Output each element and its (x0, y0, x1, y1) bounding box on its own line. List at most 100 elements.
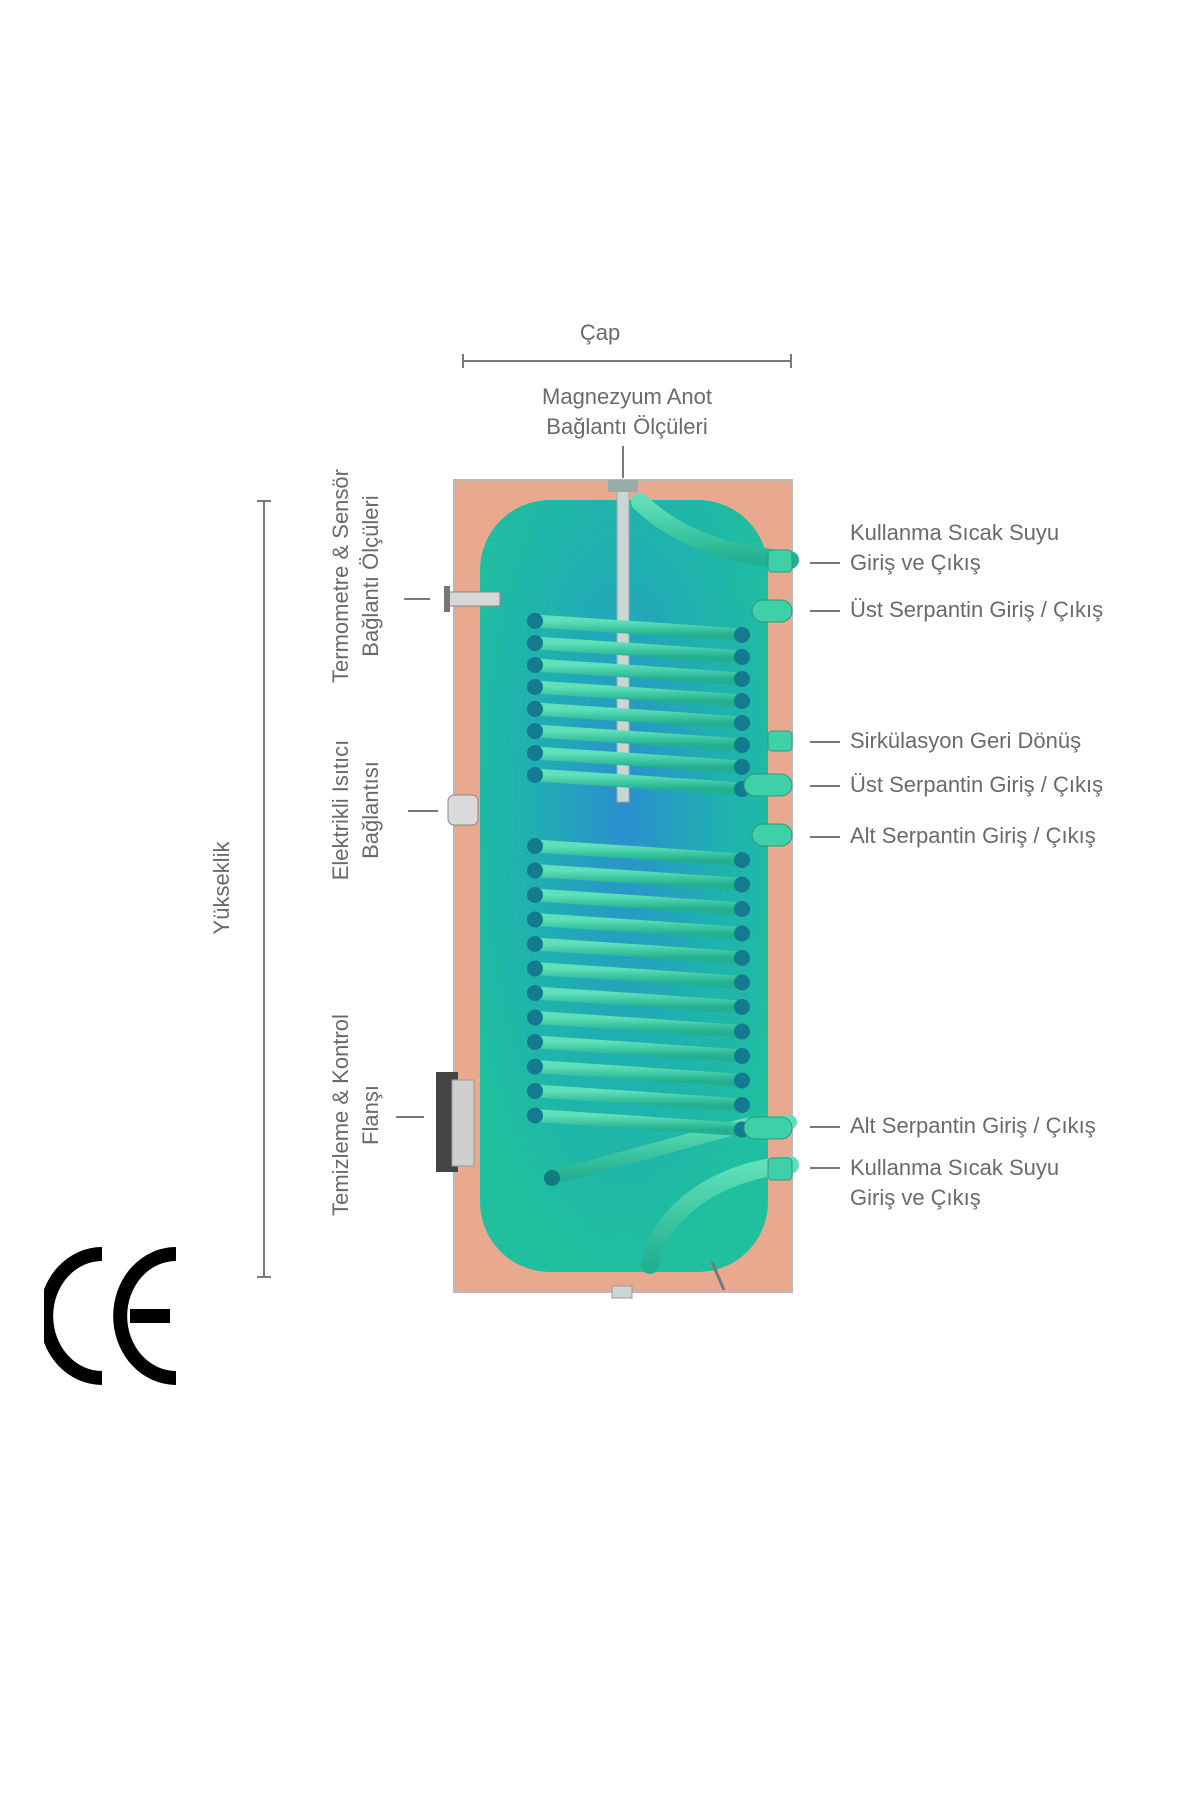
upper-coil-turn (528, 724, 749, 752)
right-connections (743, 549, 793, 1181)
lower-coil-tube-end (734, 1048, 750, 1064)
lower-coil-tube-end (734, 950, 750, 966)
hot-water-bottom-pipe (641, 1156, 799, 1274)
upper-coil-1-label: Üst Serpantin Giriş / Çıkış (850, 597, 1104, 622)
hot-water-top-label: Kullanma Sıcak Suyu Giriş ve Çıkış (850, 520, 1060, 575)
heater-fitting (447, 794, 479, 826)
diameter-line-cap-right (790, 354, 792, 368)
upper-coil-tube-end (734, 627, 750, 643)
lower-coil-tube-end (527, 911, 543, 928)
lower-coil-tube-end (527, 862, 543, 879)
upper-coil-1-leader (810, 610, 840, 612)
upper-coil-turn (528, 768, 749, 796)
upper-coil-tube-end (527, 635, 543, 651)
lower-coil-tube-end (527, 985, 543, 1001)
lower-coil-1-leader (810, 836, 840, 838)
connection-hot-water-top (767, 549, 793, 573)
lower-coil-turn (528, 962, 749, 989)
lower-coil-turn (528, 839, 749, 867)
lower-coil-tube-end (734, 974, 750, 991)
connection-upper-coil-2 (743, 773, 793, 797)
hot-water-top-leader (810, 562, 840, 564)
lower-coil-turn (528, 913, 749, 940)
anode-cap (608, 480, 638, 492)
circulation-leader (810, 741, 840, 743)
lower-coil-turn (528, 1060, 749, 1087)
lower-coil-1-label: Alt Serpantin Giriş / Çıkış (850, 823, 1096, 848)
bottom-drain (611, 1285, 633, 1299)
upper-coil-tube-end (527, 613, 543, 629)
upper-coil-turn (528, 702, 749, 730)
ce-mark-logo (44, 1247, 177, 1385)
upper-coil-tube-end (734, 671, 750, 687)
lower-coil-turn (528, 888, 749, 916)
hot-water-bottom-leader (810, 1167, 840, 1169)
upper-coil-tube-end (734, 715, 750, 731)
upper-coil-2-label: Üst Serpantin Giriş / Çıkış (850, 772, 1104, 797)
upper-coil-tube-end (734, 759, 750, 775)
lower-coil-turn (528, 937, 749, 965)
upper-coil-turn (528, 658, 749, 686)
upper-coil-tube-end (527, 701, 543, 717)
upper-coil-tube-end (734, 737, 750, 753)
cleaning-flange (436, 1072, 475, 1172)
heater-leader (408, 810, 438, 812)
diameter-line (462, 360, 792, 362)
lower-coil-tube-end (527, 887, 543, 903)
lower-coil-tube-end (734, 1023, 750, 1040)
lower-coil-turn (528, 1109, 749, 1136)
height-line (263, 500, 265, 1278)
diameter-line-cap-left (462, 354, 464, 368)
connection-lower-coil-1 (751, 823, 793, 847)
upper-coil-tube-end (527, 745, 543, 761)
upper-coil-turn (528, 614, 749, 642)
thermometer-leader (404, 598, 430, 600)
bottom-leg (710, 1261, 726, 1291)
lower-coil (527, 838, 750, 1138)
upper-coil-tube-end (734, 649, 750, 665)
lower-coil-tube-end (527, 1107, 543, 1124)
diameter-label: Çap (579, 320, 621, 345)
connection-circulation (767, 730, 793, 752)
upper-coil-turn (528, 680, 749, 708)
lower-coil-tube-end (527, 1009, 543, 1026)
lower-coil-tube-end (734, 1097, 750, 1113)
thermometer-fitting (444, 586, 501, 612)
lower-coil-turn (528, 864, 749, 891)
upper-coil-tube-end (527, 767, 543, 783)
lower-coil-tube-end (527, 1083, 543, 1099)
lower-coil-tube-end (734, 876, 750, 893)
lower-coil-tube-end (527, 1058, 543, 1075)
lower-coil-tube-end (527, 1034, 543, 1050)
circulation-label: Sirkülasyon Geri Dönüş (850, 728, 1082, 753)
lower-coil-turn (528, 1084, 749, 1112)
lower-coil-2-label: Alt Serpantin Giriş / Çıkış (850, 1113, 1096, 1138)
lower-coil-tube-end (734, 999, 750, 1015)
hot-water-bottom-label: Kullanma Sıcak Suyu Giriş ve Çıkış (850, 1155, 1060, 1210)
lower-coil-tube-end (527, 960, 543, 977)
connection-lower-coil-2 (743, 1116, 793, 1140)
lower-inlet-end (544, 1170, 560, 1186)
upper-coil-turn (528, 636, 749, 664)
lower-coil-tube-end (734, 925, 750, 942)
lower-coil-2-leader (810, 1126, 840, 1128)
flange-leader (396, 1116, 424, 1118)
connection-upper-coil-1 (751, 599, 793, 623)
connection-hot-water-bottom (767, 1157, 793, 1181)
height-line-cap-top (257, 500, 271, 502)
upper-coil-turn (528, 746, 749, 774)
anode-label: Magnezyum Anot Bağlantı Ölçüleri (542, 384, 712, 439)
upper-coil-tube-end (734, 693, 750, 709)
lower-coil-tube-end (734, 901, 750, 917)
lower-coil-tube-end (527, 936, 543, 952)
upper-coil (527, 613, 750, 797)
upper-coil-tube-end (527, 723, 543, 739)
upper-coil-2-leader (810, 785, 840, 787)
lower-coil-tube-end (527, 838, 543, 854)
lower-coil-tube-end (734, 852, 750, 868)
height-line-cap-bottom (257, 1276, 271, 1278)
upper-coil-tube-end (527, 657, 543, 673)
lower-coil-tube-end (734, 1072, 750, 1089)
